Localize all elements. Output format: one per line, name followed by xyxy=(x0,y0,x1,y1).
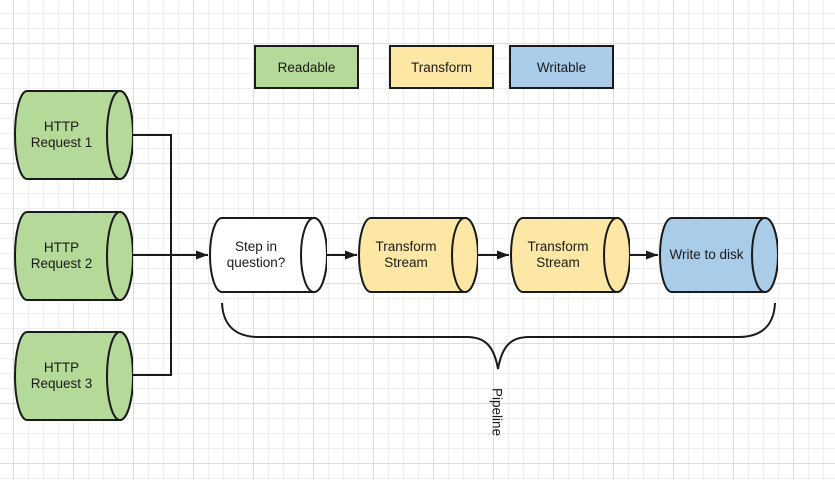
node-transform-stream-1: Transform Stream xyxy=(358,217,478,293)
node-label: HTTP Request 1 xyxy=(30,119,93,150)
node-http-request-1: HTTP Request 1 xyxy=(14,90,133,180)
cylinder-shape xyxy=(14,211,133,301)
fanin-connector xyxy=(133,134,172,376)
node-label: HTTP Request 3 xyxy=(30,360,93,391)
cylinder-shape xyxy=(14,331,133,421)
cylinder-shape xyxy=(14,90,133,180)
cylinder-shape xyxy=(510,217,630,293)
cylinder-shape xyxy=(659,217,778,293)
node-label: Step in question? xyxy=(226,239,286,270)
pipeline-annotation: Pipeline xyxy=(489,387,505,437)
cylinder-shape xyxy=(209,217,327,293)
node-label: Write to disk xyxy=(669,247,744,262)
node-transform-stream-2: Transform Stream xyxy=(510,217,630,293)
node-http-request-2: HTTP Request 2 xyxy=(14,211,133,301)
legend-readable-label: Readable xyxy=(277,59,336,75)
node-write-to-disk: Write to disk xyxy=(659,217,778,293)
node-label: HTTP Request 2 xyxy=(30,240,93,271)
node-label: Transform Stream xyxy=(527,239,589,270)
node-step-in-question: Step in question? xyxy=(209,217,327,293)
pipeline-brace xyxy=(221,302,776,370)
legend-writable: Writable xyxy=(509,45,614,89)
legend-transform-label: Transform xyxy=(410,59,472,75)
node-label: Transform Stream xyxy=(375,239,437,270)
legend-transform: Transform xyxy=(389,45,494,89)
cylinder-shape xyxy=(358,217,478,293)
legend-readable: Readable xyxy=(254,45,359,89)
legend-writable-label: Writable xyxy=(536,59,587,75)
node-http-request-3: HTTP Request 3 xyxy=(14,331,133,421)
